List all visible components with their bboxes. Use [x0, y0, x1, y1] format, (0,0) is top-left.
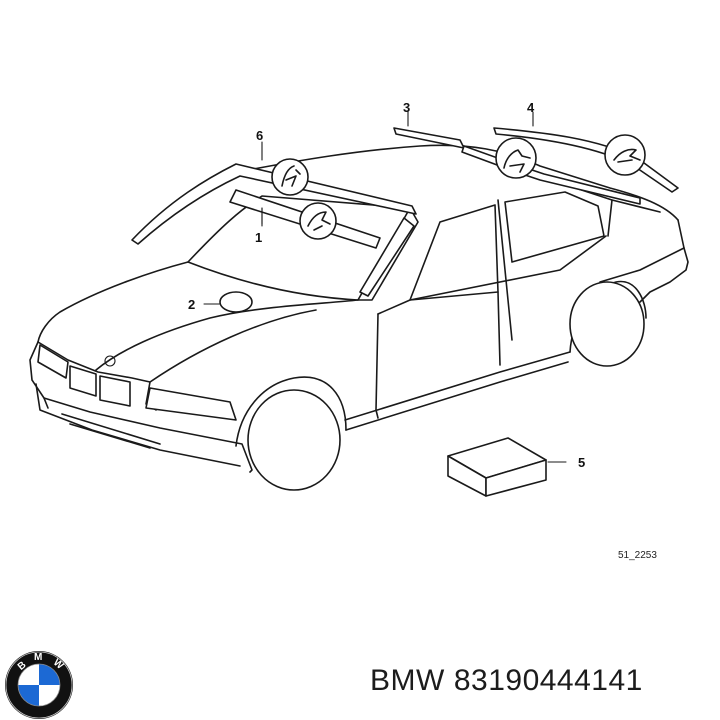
car-illustration — [29, 144, 689, 491]
callout-1: 1 — [255, 230, 262, 245]
detail-circles — [271, 134, 646, 240]
brand-name: BMW — [370, 664, 445, 697]
part-5-box — [447, 437, 567, 497]
logo-letter-m: M — [34, 652, 42, 663]
roof-strip-part — [393, 111, 465, 149]
diagram-reference-code: 51_2253 — [618, 550, 657, 561]
callout-4: 4 — [527, 100, 535, 115]
callout-labels: 1 2 3 4 5 6 51_2253 — [188, 100, 657, 561]
callout-3: 3 — [403, 100, 410, 115]
callout-5: 5 — [578, 455, 585, 470]
part-number: 83190444141 — [453, 664, 643, 697]
bmw-logo-icon: B M W — [5, 651, 73, 719]
roof-moulding-part — [461, 111, 679, 205]
callout-6: 6 — [256, 128, 263, 143]
callout-2: 2 — [188, 297, 195, 312]
